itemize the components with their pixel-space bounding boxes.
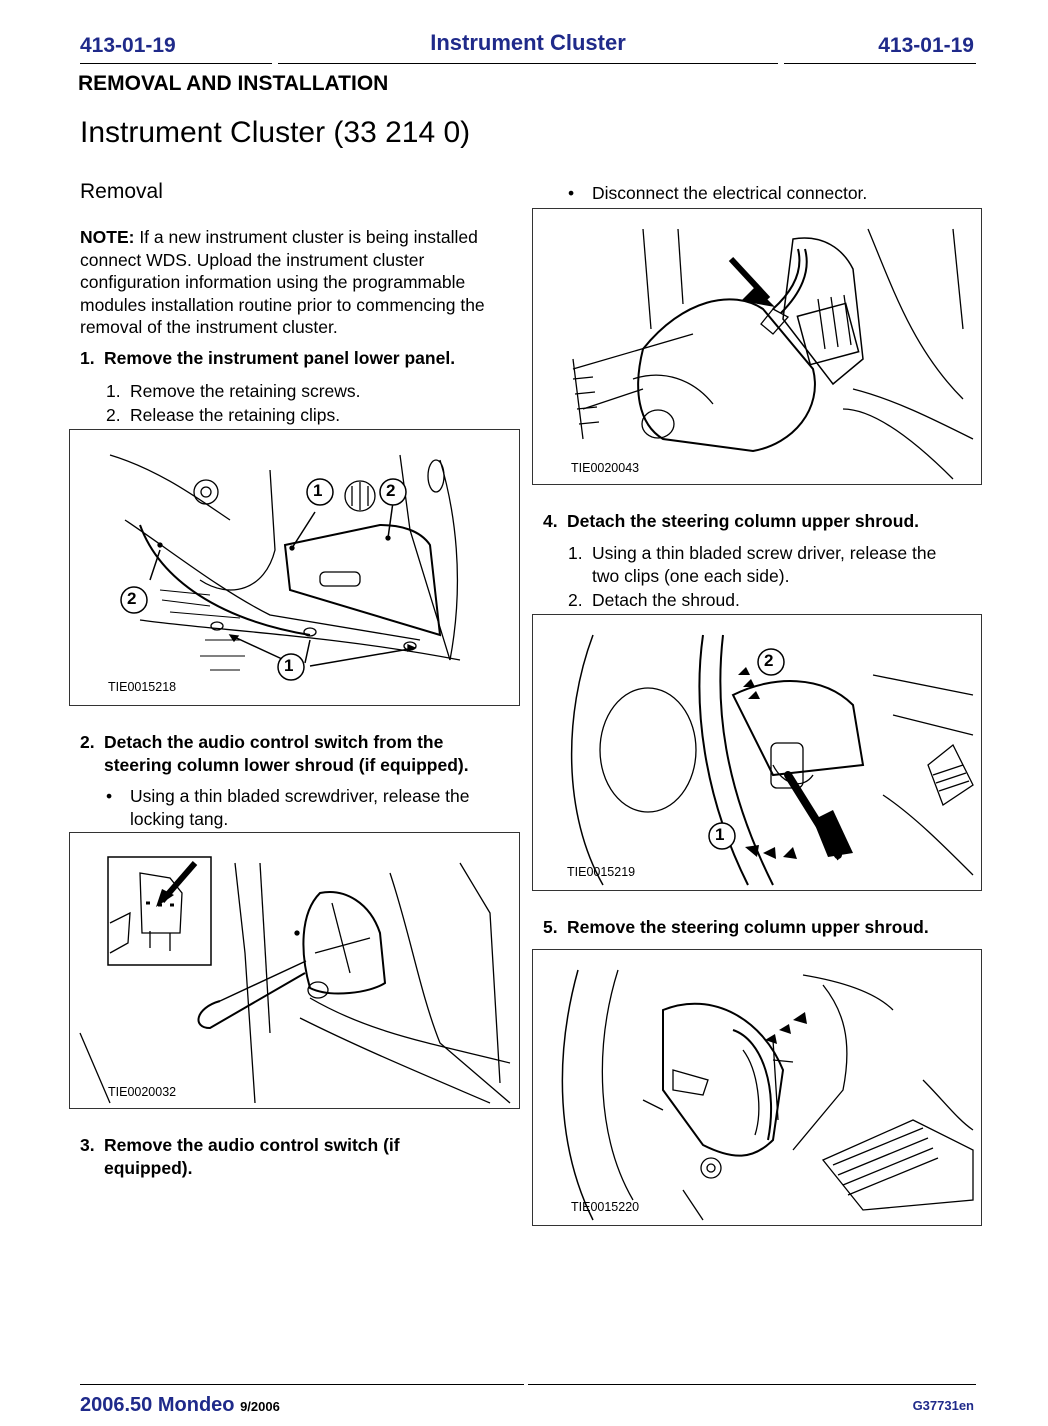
sub-text: Using a thin bladed screw driver, releas…	[592, 543, 937, 586]
figure-electrical-connector: TIE0020043	[532, 208, 982, 485]
page-footer: 2006.50 Mondeo 9/2006 G37731en	[80, 1384, 976, 1420]
footer-date: 9/2006	[240, 1399, 280, 1414]
figure-caption: TIE0020032	[108, 1085, 177, 1099]
step-number: 2.	[80, 732, 95, 752]
illustration-shroud-detach	[570, 634, 974, 886]
callout-label: 1	[715, 825, 725, 844]
callout-layer	[120, 478, 407, 681]
step-4: 4. Detach the steering column upper shro…	[543, 510, 983, 534]
note-text: If a new instrument cluster is being ins…	[80, 227, 485, 337]
sub-text: Release the retaining clips.	[130, 405, 341, 425]
step-text: Remove the steering column upper shroud.	[567, 917, 929, 937]
sub-bullet: •	[568, 183, 575, 203]
bullet-disconnect-connector: • Disconnect the electrical connector.	[568, 182, 988, 206]
callout-1	[708, 822, 736, 850]
illustration-lower-panel	[109, 454, 461, 671]
step-4-sub-1: 1. Using a thin bladed screw driver, rel…	[568, 542, 988, 590]
header-rule-right	[784, 63, 976, 64]
section-code-right: 413-01-19	[878, 34, 974, 57]
figure-caption: TIE0015220	[571, 1200, 640, 1214]
illustration-shroud-remove	[561, 969, 974, 1221]
sub-number: 2.	[568, 590, 583, 610]
header-rule-center	[278, 63, 778, 64]
section-heading: REMOVAL AND INSTALLATION	[78, 72, 389, 95]
step-text: Remove the instrument panel lower panel.	[104, 348, 456, 368]
sub-text: Detach the shroud.	[592, 590, 740, 610]
step-text: Detach the audio control switch from the…	[104, 732, 469, 775]
callout-label: 2	[764, 651, 774, 670]
figure-caption: TIE0020043	[571, 461, 640, 475]
illustration-audio-switch	[79, 856, 511, 1104]
step-2: 2. Detach the audio control switch from …	[80, 731, 520, 779]
sub-text: Disconnect the electrical connector.	[592, 183, 868, 203]
note-label: NOTE:	[80, 227, 135, 247]
step-1-sub-2: 2. Release the retaining clips.	[106, 404, 526, 428]
step-2-sub-1: • Using a thin bladed screwdriver, relea…	[106, 785, 526, 833]
figure-steering-column-upper-shroud-detach: 2 1 TIE0015219	[532, 614, 982, 891]
sub-text: Using a thin bladed screwdriver, release…	[130, 786, 470, 829]
figure-caption: TIE0015219	[567, 865, 636, 879]
figure-steering-column-upper-shroud-remove: TIE0015220	[532, 949, 982, 1226]
figure-instrument-panel-lower-panel: 1 2 2 1 TIE0015218	[69, 429, 520, 706]
sub-number: 2.	[106, 405, 121, 425]
header-rule-left	[80, 63, 272, 64]
sub-number: 1.	[106, 381, 121, 401]
figure-caption: TIE0015218	[108, 680, 177, 694]
step-4-sub-2: 2. Detach the shroud.	[568, 589, 988, 613]
callout-label: 2	[386, 481, 396, 500]
footer-model-name: 2006.50 Mondeo	[80, 1394, 235, 1416]
header-title: Instrument Cluster	[430, 30, 626, 55]
step-number: 4.	[543, 511, 558, 531]
footer-rule-right	[528, 1384, 976, 1385]
callout-2-left	[120, 586, 148, 614]
section-code-left: 413-01-19	[80, 34, 176, 57]
footer-model: 2006.50 Mondeo 9/2006	[80, 1394, 280, 1417]
sub-number: 1.	[568, 543, 583, 563]
step-1-sub-1: 1. Remove the retaining screws.	[106, 380, 526, 404]
callout-label: 1	[313, 481, 323, 500]
sub-text: Remove the retaining screws.	[130, 381, 361, 401]
callout-1-top	[306, 478, 334, 506]
callout-1-bottom	[277, 653, 305, 681]
callout-2-top	[379, 478, 407, 506]
callout-label: 2	[127, 589, 137, 608]
removal-heading: Removal	[80, 180, 163, 203]
callout-label: 1	[284, 656, 294, 675]
page-title: Instrument Cluster (33 214 0)	[80, 116, 471, 149]
sub-bullet: •	[106, 786, 113, 806]
page-header: 413-01-19 Instrument Cluster 413-01-19	[80, 30, 976, 66]
callout-2	[757, 648, 785, 676]
footer-rule-left	[80, 1384, 524, 1385]
step-number: 5.	[543, 917, 558, 937]
step-1: 1. Remove the instrument panel lower pan…	[80, 347, 520, 371]
step-number: 1.	[80, 348, 95, 368]
step-text: Detach the steering column upper shroud.	[567, 511, 919, 531]
note-paragraph: NOTE: If a new instrument cluster is bei…	[80, 226, 516, 339]
figure-audio-control-switch: TIE0020032	[69, 832, 520, 1109]
step-5: 5. Remove the steering column upper shro…	[543, 916, 983, 940]
illustration-electrical-connector	[572, 228, 974, 480]
step-text: Remove the audio control switch (if equi…	[104, 1135, 400, 1178]
footer-document-code: G37731en	[912, 1398, 974, 1413]
callout-layer	[708, 648, 785, 850]
step-3: 3. Remove the audio control switch (if e…	[80, 1134, 520, 1182]
step-number: 3.	[80, 1135, 95, 1155]
